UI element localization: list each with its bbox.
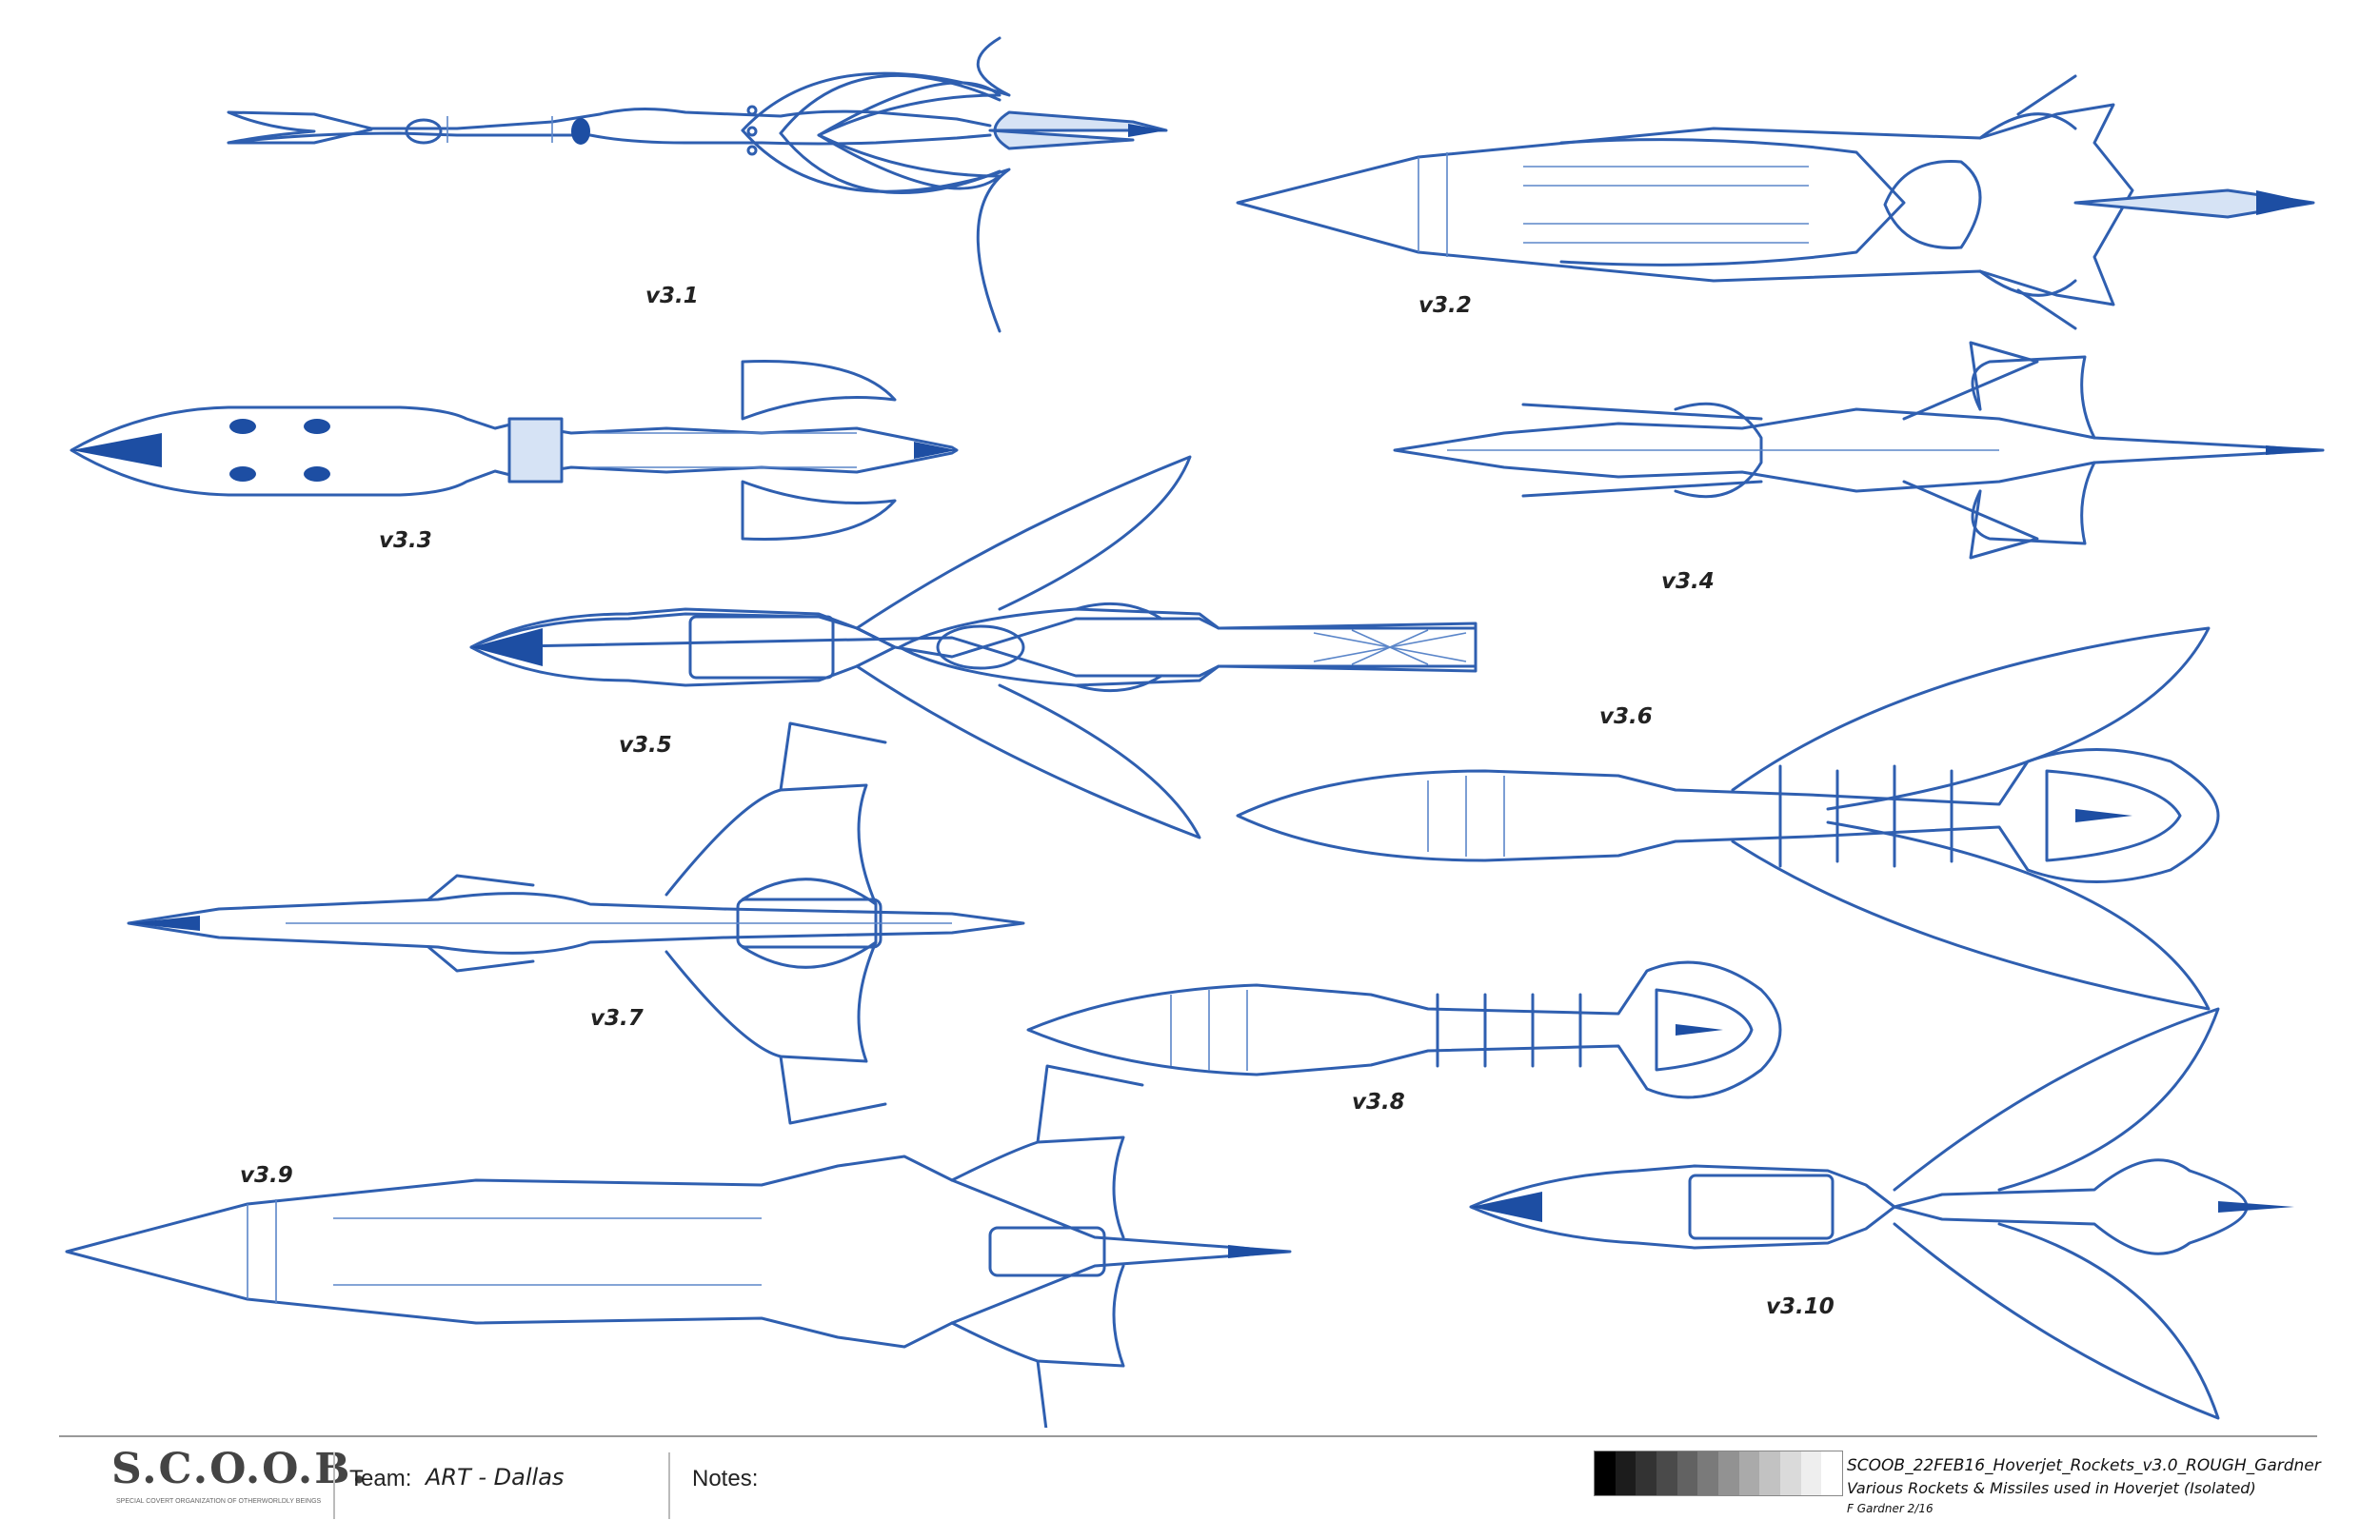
notes-label: Notes:: [692, 1466, 759, 1491]
team-value: ART - Dallas: [426, 1464, 565, 1491]
scoob-logo: S.C.O.O.B.: [111, 1445, 368, 1493]
grayscale-step: [1821, 1451, 1843, 1495]
grayscale-step: [1718, 1451, 1739, 1495]
grayscale-step: [1738, 1451, 1760, 1495]
label-v3-6: v3.6: [1599, 704, 1653, 729]
label-v3-4: v3.4: [1661, 569, 1715, 594]
label-v3-1: v3.1: [645, 284, 699, 308]
rocket-v3-2: [1236, 74, 2315, 330]
label-v3-9: v3.9: [240, 1163, 293, 1188]
grayscale-bar: [1594, 1451, 1843, 1496]
divider: [333, 1452, 335, 1519]
grayscale-step: [1615, 1451, 1636, 1495]
rocket-v3-7: [127, 721, 1025, 1125]
rocket-sketches: [65, 36, 2325, 1428]
rocket-v3-6: [1236, 626, 2220, 1011]
grayscale-step: [1780, 1451, 1801, 1495]
rocket-v3-10: [1469, 1007, 2294, 1420]
scoob-logo-subtitle: SPECIAL COVERT ORGANIZATION OF OTHERWORL…: [116, 1498, 322, 1505]
artist-date: F Gardner 2/16: [1847, 1502, 1934, 1515]
rocket-v3-5: [469, 455, 1478, 839]
label-v3-5: v3.5: [619, 733, 672, 758]
rocket-v3-4: [1393, 341, 2325, 560]
grayscale-step: [1636, 1451, 1657, 1495]
grayscale-step: [1800, 1451, 1822, 1495]
rocket-v3-9: [65, 1064, 1292, 1428]
rocket-v3-8: [1026, 960, 1782, 1099]
grayscale-step: [1656, 1451, 1677, 1495]
grayscale-step: [1676, 1451, 1698, 1495]
rocket-v3-3: [69, 360, 959, 541]
title-block: S.C.O.O.B. SPECIAL COVERT ORGANIZATION O…: [59, 1435, 2321, 1538]
rocket-v3-1: [227, 36, 1168, 333]
label-v3-2: v3.2: [1418, 293, 1472, 318]
divider: [668, 1452, 670, 1519]
label-v3-8: v3.8: [1352, 1090, 1405, 1115]
grayscale-step: [1759, 1451, 1781, 1495]
grayscale-step: [1595, 1451, 1616, 1495]
label-v3-10: v3.10: [1766, 1294, 1835, 1319]
label-v3-7: v3.7: [590, 1006, 644, 1031]
grayscale-step: [1697, 1451, 1719, 1495]
team-label: Team:: [349, 1466, 412, 1491]
label-v3-3: v3.3: [379, 528, 432, 553]
description: Various Rockets & Missiles used in Hover…: [1847, 1479, 2256, 1497]
file-name: SCOOB_22FEB16_Hoverjet_Rockets_v3.0_ROUG…: [1847, 1456, 2321, 1475]
